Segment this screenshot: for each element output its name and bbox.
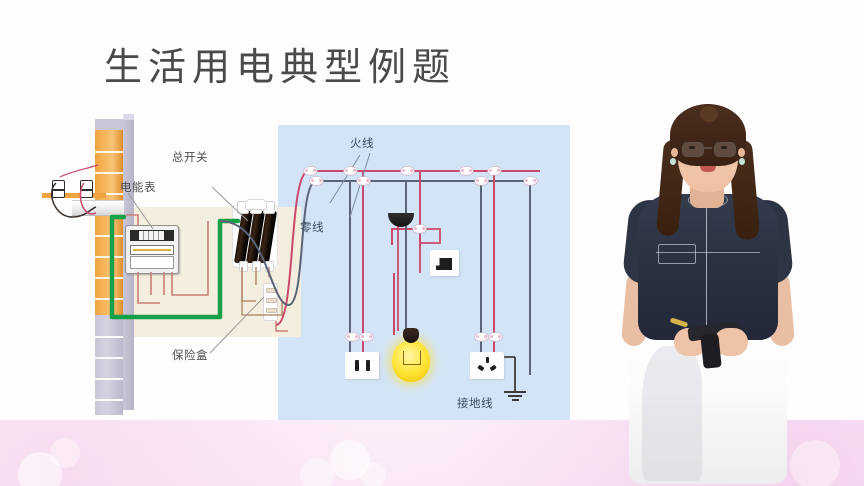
label-fuse-box: 保险盒 (172, 348, 208, 362)
wall-top-cap (95, 119, 123, 130)
background-flower-decoration (790, 440, 840, 486)
ceramic-knob-icon (475, 333, 488, 341)
light-bulb-filament (403, 351, 421, 366)
ceramic-knob-icon (475, 177, 488, 185)
ceramic-knob-icon (310, 177, 323, 185)
label-energy-meter: 电能表 (120, 180, 156, 194)
label-live-wire: 火线 (350, 136, 374, 150)
insulator-board (42, 193, 106, 198)
energy-meter (125, 225, 179, 274)
ceramic-knob-icon (524, 177, 537, 185)
wall-lower-section (95, 315, 123, 415)
background-flower-decoration (300, 458, 334, 486)
background-flower-decoration (50, 438, 80, 468)
light-bulb (392, 340, 430, 382)
earring-icon (670, 158, 676, 165)
household-wiring-diagram: 电能表 总开关 保险盒 火线 零线 接地线 (20, 114, 570, 425)
knife-switch-handle[interactable] (245, 199, 267, 210)
ceramic-knob-icon (413, 225, 426, 233)
ceramic-knob-icon (488, 167, 501, 175)
ceramic-knob-icon (344, 167, 357, 175)
earth-ground-symbol (504, 391, 528, 403)
background-flower-decoration (330, 440, 370, 480)
wall-switch[interactable] (430, 250, 459, 276)
glasses-icon (714, 142, 736, 157)
ceramic-knob-icon (304, 167, 317, 175)
fuse-box[interactable] (263, 283, 278, 321)
label-neutral-wire: 零线 (300, 220, 324, 234)
earring-icon (739, 158, 745, 165)
wiring-paths (51, 152, 540, 393)
label-main-switch: 总开关 (172, 150, 208, 164)
ceramic-knob-icon (360, 333, 373, 341)
three-pin-socket[interactable] (470, 352, 504, 379)
page-title: 生活用电典型例题 (104, 45, 457, 89)
two-pin-socket[interactable] (345, 352, 379, 379)
ceramic-knob-icon (346, 333, 359, 341)
presentation-remote-body (700, 333, 722, 369)
background-flower-decoration (360, 462, 386, 486)
ceramic-knob-icon (401, 167, 414, 175)
presenter-figure (596, 96, 820, 486)
glasses-icon (682, 142, 704, 157)
ceramic-knob-icon (357, 177, 370, 185)
lamp-holder-icon (388, 213, 414, 227)
background-flower-decoration (18, 452, 62, 486)
wall-side-cap (123, 114, 134, 120)
service-drop-conduit (72, 200, 124, 216)
ceramic-knob-icon (489, 333, 502, 341)
label-ground-wire: 接地线 (457, 396, 493, 410)
light-bulb-cap (403, 328, 419, 343)
ceramic-knob-icon (460, 167, 473, 175)
